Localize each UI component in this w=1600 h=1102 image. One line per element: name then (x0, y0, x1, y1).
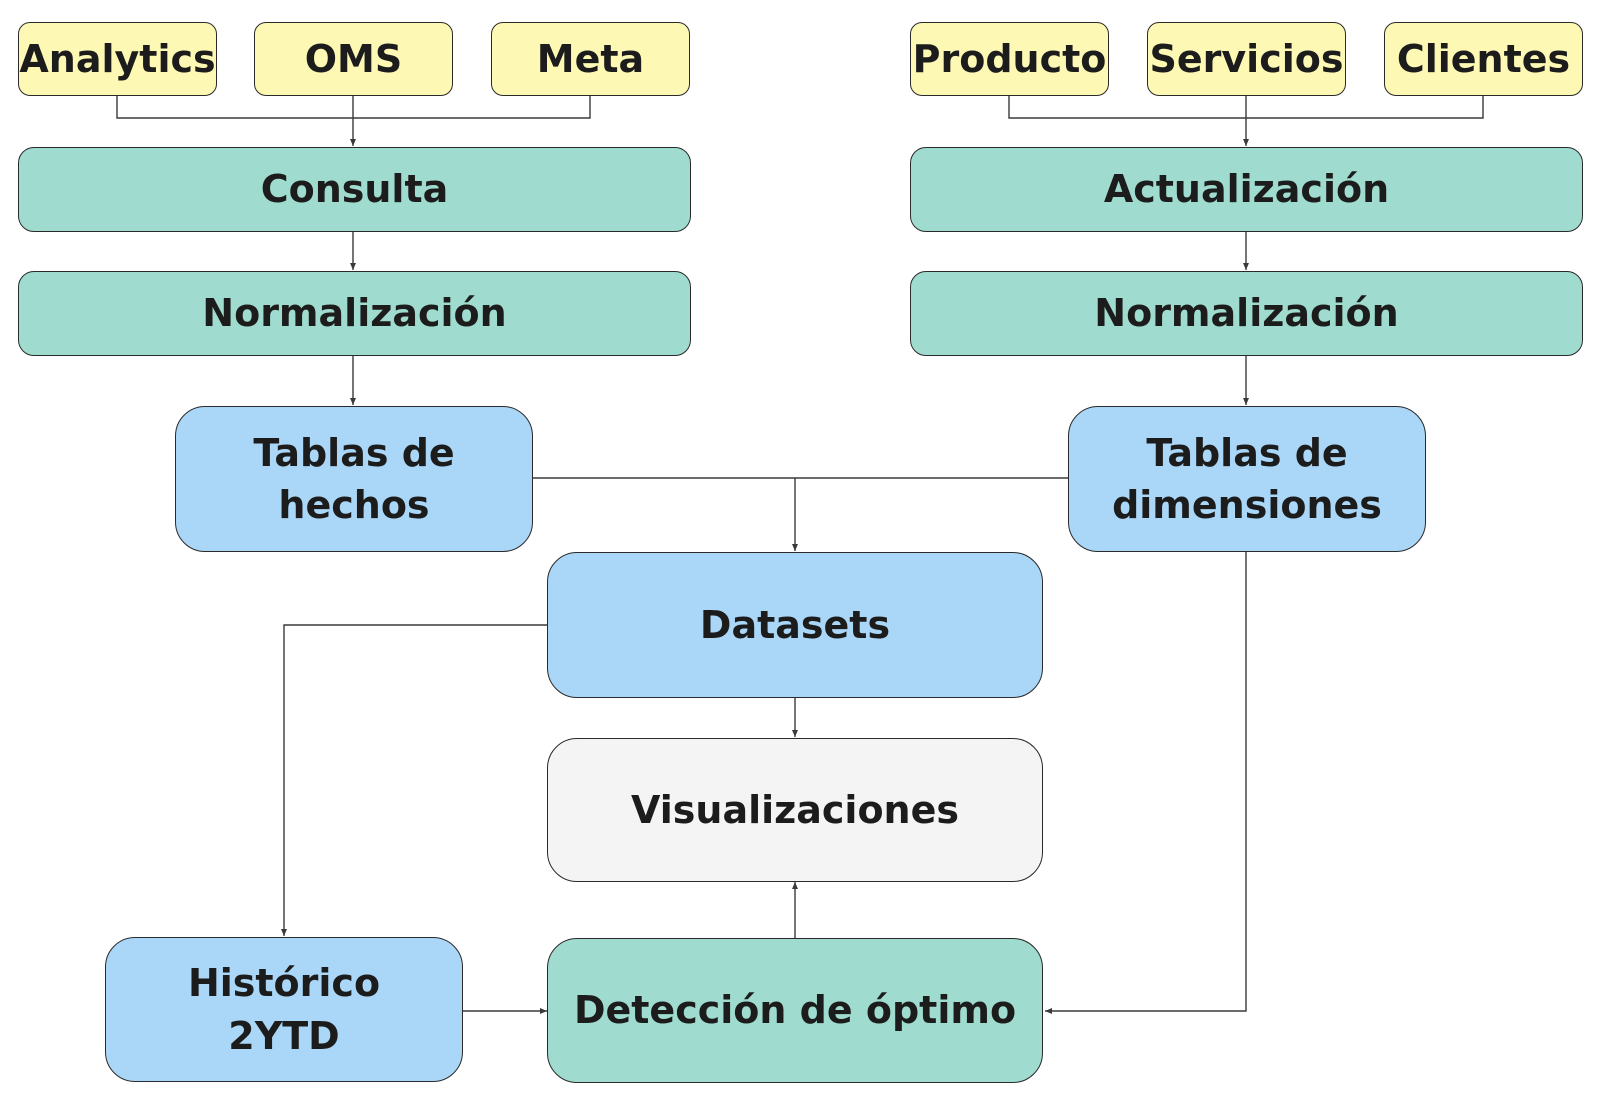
optimum-detection-node: Detección de óptimo (547, 938, 1043, 1083)
consulta-step: Consulta (18, 147, 691, 232)
source-clientes: Clientes (1384, 22, 1583, 96)
edge-meta-to-merge (353, 96, 591, 119)
normalizacion-left-step: Normalización (18, 271, 691, 356)
consulta-label: Consulta (260, 167, 449, 212)
edge-analytics-to-merge (116, 96, 353, 119)
source-clientes-label: Clientes (1396, 36, 1571, 81)
actualizacion-step: Actualización (910, 147, 1583, 232)
normalizacion-left-label: Normalización (202, 291, 507, 336)
fact-tables: Tablas de hechos (175, 406, 533, 552)
source-producto-label: Producto (912, 36, 1107, 81)
source-meta: Meta (491, 22, 690, 96)
dimension-tables: Tablas de dimensiones (1068, 406, 1426, 552)
datasets-label: Datasets (699, 602, 891, 647)
edge-producto-to-merge (1008, 96, 1246, 119)
normalizacion-right-label: Normalización (1094, 291, 1399, 336)
source-servicios-label: Servicios (1149, 36, 1344, 81)
source-meta-label: Meta (536, 36, 645, 81)
normalizacion-right-step: Normalización (910, 271, 1583, 356)
fact-tables-label: Tablas de hechos (253, 430, 455, 527)
source-producto: Producto (910, 22, 1109, 96)
edge-datasets-to-historico (281, 624, 547, 936)
edge-clientes-to-merge (1246, 96, 1484, 119)
edge-dimensiones-to-deteccion (1045, 552, 1247, 1014)
visualizations-label: Visualizaciones (631, 787, 959, 832)
history-node: Histórico 2YTD (105, 937, 463, 1082)
source-oms: OMS (254, 22, 453, 96)
actualizacion-label: Actualización (1103, 167, 1390, 212)
source-oms-label: OMS (304, 36, 403, 81)
source-analytics-label: Analytics (19, 36, 216, 81)
datasets-node: Datasets (547, 552, 1043, 698)
source-servicios: Servicios (1147, 22, 1346, 96)
history-label: Histórico 2YTD (187, 961, 381, 1058)
visualizations-node: Visualizaciones (547, 738, 1043, 882)
source-analytics: Analytics (18, 22, 217, 96)
optimum-detection-label: Detección de óptimo (573, 988, 1017, 1033)
dimension-tables-label: Tablas de dimensiones (1112, 430, 1382, 527)
